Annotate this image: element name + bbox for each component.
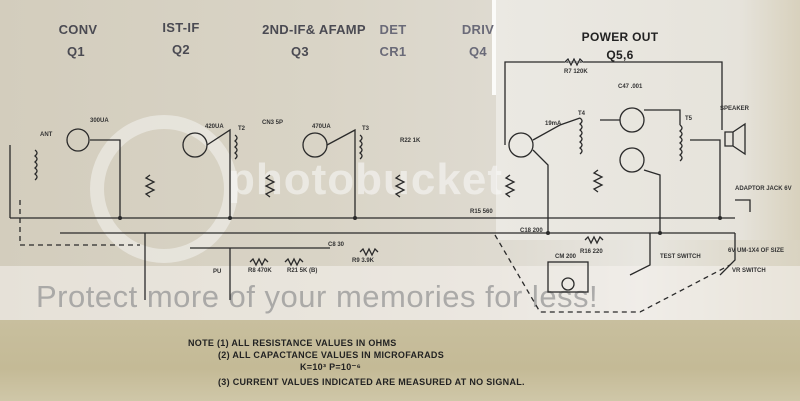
- watermark-banner: [0, 266, 800, 320]
- label-r22: R22 1K: [400, 138, 421, 144]
- label-t3: T3: [362, 126, 370, 132]
- label-r21: R21 5K (B): [287, 268, 317, 274]
- stage-driv-ref: Q4: [469, 44, 487, 59]
- note-3: (3) CURRENT VALUES INDICATED ARE MEASURE…: [218, 377, 525, 387]
- stage-1st-if-label: IST-IF: [162, 20, 200, 35]
- label-r9: R9 3.9K: [352, 258, 375, 264]
- label-battery: 6V UM-1X4 OF SIZE: [728, 248, 784, 254]
- label-t4: T4: [578, 111, 586, 117]
- note-2: (2) ALL CAPACTANCE VALUES IN MICROFARADS: [218, 350, 444, 360]
- label-current-q2: 420UA: [205, 124, 224, 130]
- stage-conv-ref: Q1: [67, 44, 85, 59]
- label-t5: T5: [685, 116, 693, 122]
- transistor-q3: [302, 132, 328, 158]
- watermark-logo-text: photobucket: [228, 155, 503, 204]
- label-r16: R16 220: [580, 249, 603, 255]
- transistor-q4: [508, 132, 534, 158]
- label-current-q3: 470UA: [312, 124, 331, 130]
- feedback-wire: [504, 61, 723, 145]
- transistor-q5: [619, 107, 645, 133]
- note-1: NOTE (1) ALL RESISTANCE VALUES IN OHMS: [188, 338, 397, 348]
- label-pu: PU: [213, 269, 221, 275]
- label-r7: R7 120K: [564, 69, 588, 75]
- label-r15: R15 560: [470, 209, 493, 215]
- motor-symbol: [561, 277, 575, 291]
- label-c47: C47 .001: [618, 84, 643, 90]
- transistor-q6: [619, 147, 645, 173]
- photo-seam: [492, 0, 496, 95]
- stage-2nd-if-ref: Q3: [291, 44, 309, 59]
- antenna-coil: [33, 149, 38, 181]
- transformer-t2: [233, 134, 238, 160]
- label-r8: R8 470K: [248, 268, 272, 274]
- label-ant: ANT: [40, 132, 53, 138]
- speaker-symbol: [724, 122, 746, 156]
- transistor-q2: [182, 132, 208, 158]
- label-cm: CM 200: [555, 254, 577, 260]
- label-t2: T2: [238, 126, 246, 132]
- stage-2nd-if-label: 2ND-IF& AFAMP: [262, 22, 366, 37]
- label-c8: C8 30: [328, 242, 345, 248]
- label-speaker: SPEAKER: [720, 106, 750, 112]
- transformer-t4: [578, 117, 583, 155]
- label-test-switch: TEST SWITCH: [660, 254, 701, 260]
- stage-power-out-label: POWER OUT: [581, 30, 659, 44]
- stage-conv-label: CONV: [58, 22, 98, 37]
- stage-power-out-ref: Q5,6: [606, 48, 634, 62]
- stage-det-ref: CR1: [379, 44, 407, 59]
- paper-lower: [0, 320, 800, 401]
- label-current-q1: 300UA: [90, 118, 109, 124]
- transformer-t5: [678, 124, 683, 162]
- label-current-q4: 19mA: [545, 121, 562, 127]
- label-adaptor-jack: ADAPTOR JACK 6V: [735, 186, 792, 192]
- stage-1st-if-ref: Q2: [172, 42, 190, 57]
- stage-det-label: DET: [379, 22, 407, 37]
- transformer-t3: [358, 134, 363, 160]
- label-cn3: CN3 5P: [262, 120, 283, 126]
- label-c18: C18 200: [520, 228, 543, 234]
- stage-driv-label: DRIV: [461, 22, 495, 37]
- transistor-q1: [66, 128, 90, 152]
- note-units: K=10³ P=10⁻⁶: [300, 362, 362, 372]
- label-vr-switch: VR SWITCH: [732, 268, 766, 274]
- watermark-banner-text: Protect more of your memories for less!: [36, 279, 599, 314]
